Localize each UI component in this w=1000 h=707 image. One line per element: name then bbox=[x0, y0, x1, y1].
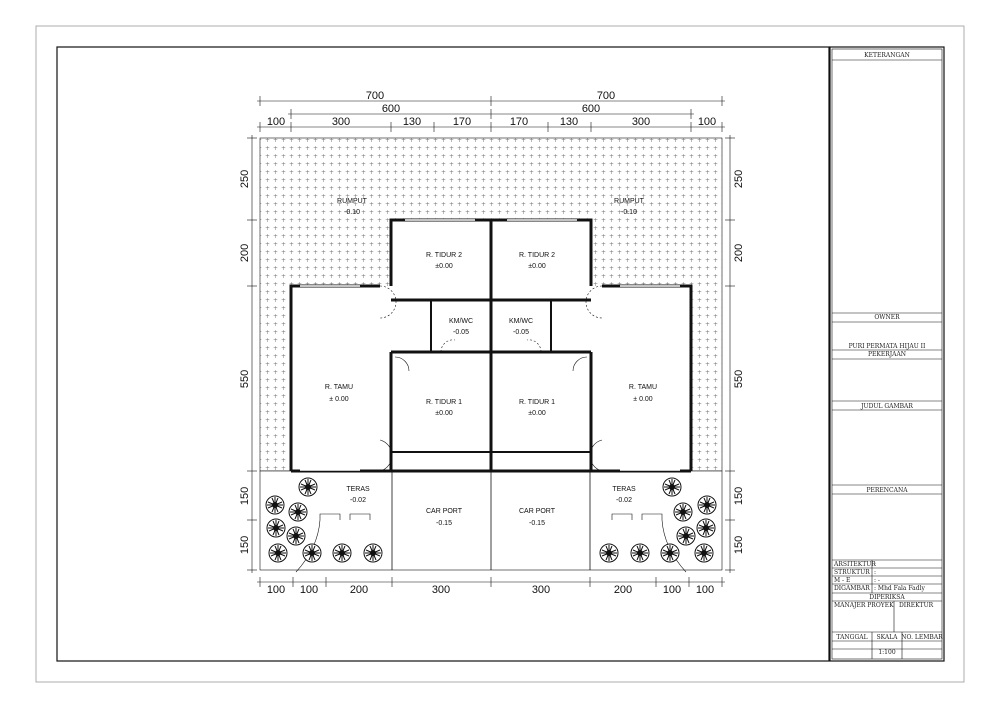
room-kmwc-right-level: -0.05 bbox=[513, 329, 529, 336]
room-teras-left-name: TERAS bbox=[346, 486, 370, 493]
room-tidur1-right-level: ±0.00 bbox=[528, 410, 546, 417]
dim-bottom-6: 200 bbox=[614, 584, 632, 596]
title-block: KETERANGAN OWNER PURI PERMATA HIJAU II P… bbox=[829, 46, 945, 662]
room-tidur1-left-level: ±0.00 bbox=[435, 410, 453, 417]
room-tamu-right-name: R. TAMU bbox=[629, 384, 657, 391]
dim-top-detail-5: 170 bbox=[510, 116, 528, 128]
room-carport-left-name: CAR PORT bbox=[426, 508, 463, 515]
tb-struktur: STRUKTUR bbox=[834, 569, 870, 576]
room-tidur1-right-name: R. TIDUR 1 bbox=[519, 399, 555, 406]
room-tidur2-right-name: R. TIDUR 2 bbox=[519, 252, 555, 259]
dim-left-3: 550 bbox=[239, 370, 251, 388]
room-kmwc-left-name: KM/WC bbox=[449, 318, 473, 325]
tb-skala-value: 1:100 bbox=[878, 649, 895, 656]
dim-top-detail-4: 170 bbox=[453, 116, 471, 128]
tb-digambar: DIGAMBAR bbox=[834, 585, 870, 592]
room-rumput-left-name: RUMPUT bbox=[337, 198, 368, 205]
room-teras-right-level: -0.02 bbox=[616, 497, 632, 504]
dim-right-5: 150 bbox=[733, 536, 745, 554]
room-rumput-right-level: -0.10 bbox=[621, 209, 637, 216]
room-carport-right-name: CAR PORT bbox=[519, 508, 556, 515]
room-tidur2-left-name: R. TIDUR 2 bbox=[426, 252, 462, 259]
dim-bottom-2: 100 bbox=[300, 584, 318, 596]
room-carport-right-level: -0.15 bbox=[529, 520, 545, 527]
dim-bottom-4: 300 bbox=[432, 584, 450, 596]
tb-perencana: PERENCANA bbox=[866, 487, 908, 494]
tb-arsitektur-value: : bbox=[874, 561, 876, 568]
room-labels: RUMPUT -0.10 RUMPUT -0.10 R. TIDUR 2 ±0.… bbox=[325, 198, 657, 527]
room-rumput-right-name: RUMPUT bbox=[614, 198, 645, 205]
dim-right-1: 250 bbox=[733, 170, 745, 188]
room-rumput-left-level: -0.10 bbox=[344, 209, 360, 216]
room-tamu-left-name: R. TAMU bbox=[325, 384, 353, 391]
dim-top-detail-1: 100 bbox=[267, 116, 285, 128]
dim-bottom-1: 100 bbox=[267, 584, 285, 596]
room-tidur2-right-level: ±0.00 bbox=[528, 263, 546, 270]
dim-right-4: 150 bbox=[733, 487, 745, 505]
dim-bottom-7: 100 bbox=[663, 584, 681, 596]
tb-me-value: : - bbox=[874, 577, 880, 584]
tb-arsitektur: ARSITEKTUR bbox=[833, 561, 876, 568]
dim-top-mid-1: 600 bbox=[382, 103, 400, 115]
room-teras-right-name: TERAS bbox=[612, 486, 636, 493]
dim-top-detail-2: 300 bbox=[332, 116, 350, 128]
dim-top-total-1: 700 bbox=[366, 90, 384, 102]
dimension-labels: 700 700 600 600 100 300 130 170 170 130 … bbox=[239, 90, 745, 596]
outer-border bbox=[35, 25, 965, 683]
dim-left-1: 250 bbox=[239, 170, 251, 188]
tb-no-lembar: NO. LEMBAR bbox=[901, 634, 943, 641]
dim-top-detail-7: 300 bbox=[632, 116, 650, 128]
drawing-frame bbox=[56, 46, 830, 662]
tb-direktur: DIREKTUR bbox=[899, 602, 934, 609]
tb-owner-value: PURI PERMATA HIJAU II bbox=[849, 343, 926, 350]
dim-right-3: 550 bbox=[733, 370, 745, 388]
room-kmwc-left-level: -0.05 bbox=[453, 329, 469, 336]
dim-left-4: 150 bbox=[239, 487, 251, 505]
dim-bottom-5: 300 bbox=[532, 584, 550, 596]
dim-left-2: 200 bbox=[239, 244, 251, 262]
dim-top-detail-3: 130 bbox=[403, 116, 421, 128]
dim-bottom-8: 100 bbox=[696, 584, 714, 596]
tb-tanggal: TANGGAL bbox=[836, 634, 867, 641]
dim-top-mid-2: 600 bbox=[582, 103, 600, 115]
room-teras-left-level: -0.02 bbox=[350, 497, 366, 504]
tb-judul-gambar: JUDUL GAMBAR bbox=[860, 403, 913, 410]
tb-struktur-value: : bbox=[874, 569, 876, 576]
room-tamu-left-level: ± 0.00 bbox=[329, 396, 349, 403]
dimension-lines bbox=[247, 96, 735, 587]
tb-me: M - E bbox=[834, 577, 850, 584]
room-tidur1-left-name: R. TIDUR 1 bbox=[426, 399, 462, 406]
tb-skala: SKALA bbox=[877, 634, 899, 641]
room-tidur2-left-level: ±0.00 bbox=[435, 263, 453, 270]
dim-right-2: 200 bbox=[733, 244, 745, 262]
dim-top-detail-6: 130 bbox=[560, 116, 578, 128]
tb-keterangan: KETERANGAN bbox=[864, 52, 910, 59]
dim-bottom-3: 200 bbox=[350, 584, 368, 596]
dim-top-detail-8: 100 bbox=[698, 116, 716, 128]
walls bbox=[289, 218, 693, 473]
tb-diperiksa: DIPERIKSA bbox=[869, 594, 905, 601]
room-tamu-right-level: ± 0.00 bbox=[633, 396, 653, 403]
dim-left-5: 150 bbox=[239, 536, 251, 554]
tb-pekerjaan: PEKERJAAN bbox=[868, 351, 906, 358]
tb-owner: OWNER bbox=[874, 314, 900, 321]
room-kmwc-right-name: KM/WC bbox=[509, 318, 533, 325]
dim-top-total-2: 700 bbox=[597, 90, 615, 102]
tb-manajer: MANAJER PROYEK bbox=[834, 602, 894, 609]
tb-digambar-value: : Mhd Fala Fadly bbox=[874, 585, 926, 592]
room-carport-left-level: -0.15 bbox=[436, 520, 452, 527]
